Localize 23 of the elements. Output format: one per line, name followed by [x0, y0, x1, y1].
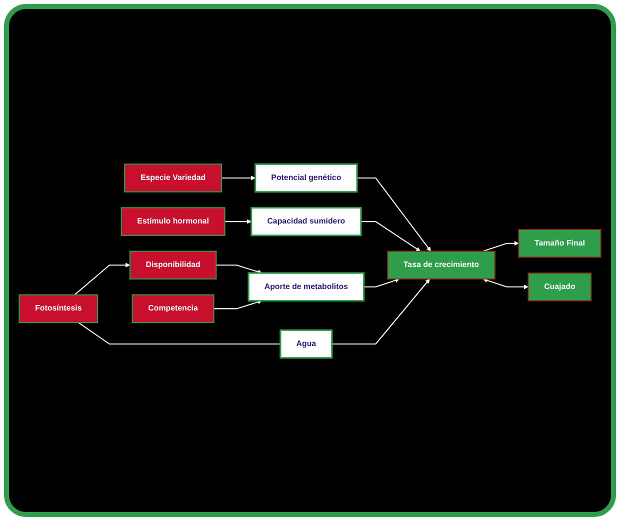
arrow [74, 262, 130, 295]
arrow [332, 278, 430, 344]
arrow [214, 299, 262, 309]
node-box [132, 294, 214, 323]
node-box [124, 163, 222, 192]
arrow [224, 218, 252, 224]
arrow [216, 264, 262, 274]
arrow [221, 175, 256, 180]
node-box [120, 206, 226, 236]
node-box [280, 328, 333, 358]
node-box [250, 206, 362, 236]
node-box [129, 250, 217, 280]
node-box [254, 162, 358, 192]
node-box [248, 272, 365, 302]
node-box [518, 228, 602, 258]
node-box [18, 294, 98, 323]
arrow [357, 176, 431, 251]
node-box [528, 272, 592, 301]
arrow [364, 278, 400, 287]
arrow [482, 278, 528, 289]
arrow [360, 220, 421, 251]
node-box [387, 250, 496, 280]
connector [78, 322, 280, 344]
